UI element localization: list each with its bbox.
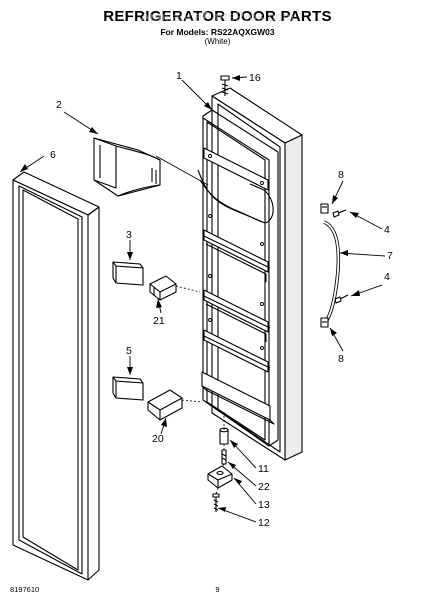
hinge-pin	[221, 449, 227, 465]
callout-6: 6	[50, 149, 56, 161]
arrowheads	[20, 75, 360, 512]
handle-screw-top	[332, 209, 347, 218]
shelf-retainer-lower	[147, 389, 183, 421]
callout-5: 5	[126, 345, 132, 357]
handle-screw-bottom	[334, 294, 349, 304]
watermark: AppliancePartsPros.com	[140, 9, 295, 24]
callout-8-lower: 8	[338, 353, 344, 365]
retainer-leader-upper	[175, 285, 201, 293]
door-shelf-top	[197, 147, 274, 224]
callout-22: 22	[258, 481, 270, 493]
shelf-end-cap-upper	[112, 261, 144, 286]
callout-3: 3	[126, 229, 132, 241]
top-hinge-screw	[220, 75, 230, 96]
callout-2: 2	[56, 99, 62, 111]
hinge-bushing	[219, 427, 229, 445]
callout-13: 13	[258, 499, 270, 511]
callout-12: 12	[258, 517, 270, 529]
callout-4-upper: 4	[384, 224, 390, 236]
page-title: REFRIGERATOR DOOR PARTS	[103, 8, 332, 25]
door-shelf-2	[203, 229, 271, 282]
page-number: 9	[215, 585, 220, 594]
callout-7: 7	[387, 250, 393, 262]
callout-4-lower: 4	[384, 271, 390, 283]
callout-8-upper: 8	[338, 169, 344, 181]
model-line: For Models: RS22AQXGW03	[160, 27, 275, 37]
shelf-end-cap-lower	[112, 376, 144, 401]
dairy-door	[93, 137, 161, 197]
callout-1: 1	[176, 70, 182, 82]
hinge-screw	[212, 493, 220, 512]
callout-21: 21	[153, 315, 165, 327]
door-gasket	[12, 171, 100, 581]
door-shelf-bottom	[201, 371, 275, 425]
callout-numbers: 1 2 3 4 4 5 6 7 8 8 11 12 13 16 20 21 22	[50, 70, 393, 529]
color-line: (White)	[204, 37, 231, 46]
callout-16: 16	[249, 72, 261, 84]
shelf-retainer-upper	[149, 275, 177, 301]
callout-11: 11	[258, 463, 269, 475]
door-shelf-4	[203, 329, 271, 373]
handle-end-cap-top	[320, 203, 329, 214]
shelf-studs	[208, 154, 264, 350]
retainer-leader-lower	[181, 399, 203, 403]
hinge-axis-lower	[215, 487, 219, 495]
handle-end-cap-bottom	[320, 317, 329, 328]
hinge-bracket	[207, 465, 233, 489]
document-number: 8197610	[10, 585, 40, 594]
callout-20: 20	[152, 433, 164, 445]
door-handle	[323, 220, 341, 323]
door-shelf-3	[203, 289, 271, 342]
dairy-door-leader	[155, 155, 209, 186]
